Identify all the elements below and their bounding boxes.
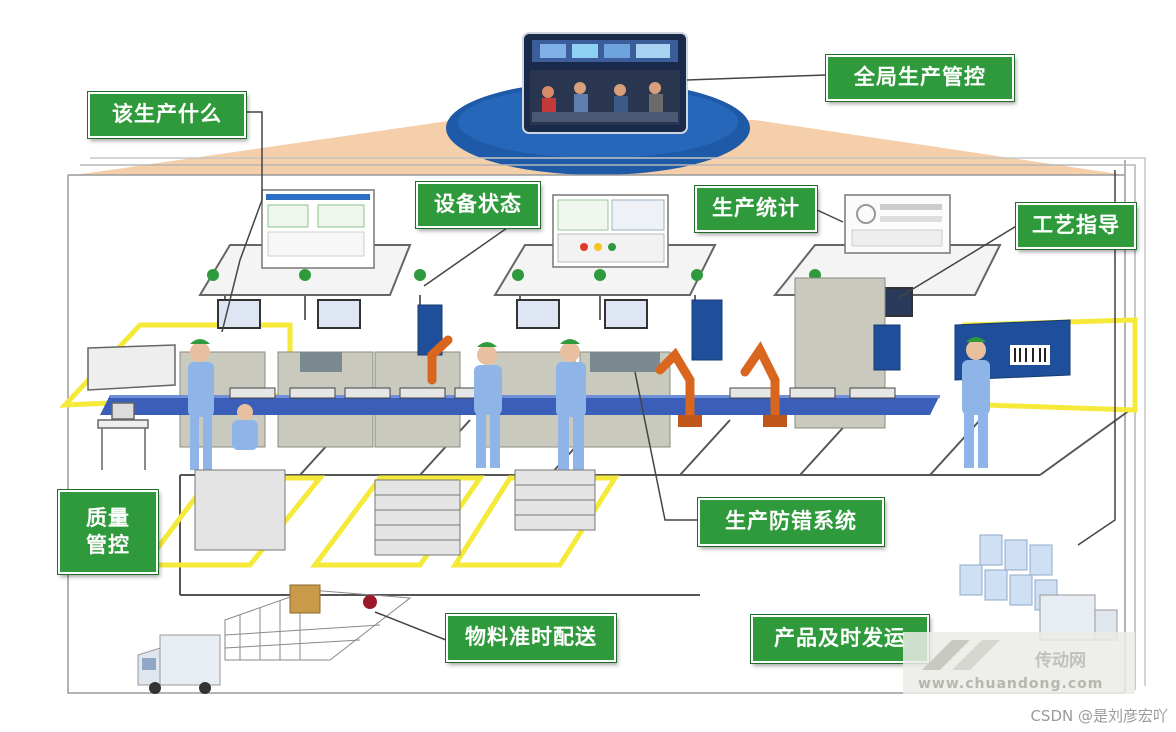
site-logo-mark (922, 640, 1000, 670)
label-global-production-control: 全局生产管控 (826, 55, 1014, 101)
csdn-watermark: CSDN @是刘彦宏吖 (1030, 707, 1168, 725)
site-logo-chinese: 传动网 (1035, 651, 1086, 671)
delivery-truck-left (137, 634, 221, 694)
label-what-to-produce: 该生产什么 (88, 92, 246, 138)
workers (188, 337, 990, 470)
site-logo-url: www.chuandong.com (918, 676, 1104, 692)
label-material-delivery: 物料准时配送 (446, 614, 616, 662)
label-production-statistics: 生产统计 (695, 186, 817, 232)
label-quality-control: 质量 管控 (58, 490, 158, 574)
label-error-proofing-system: 生产防错系统 (698, 498, 884, 546)
label-quality-control-line1: 质量 (86, 505, 130, 530)
workstation-monitors (217, 287, 913, 329)
label-quality-control-line2: 管控 (86, 533, 130, 557)
robot-arms (427, 335, 780, 425)
label-product-shipping: 产品及时发运 (751, 615, 929, 663)
dashboard-screens (261, 189, 951, 269)
factory-floor (67, 157, 1146, 694)
material-carts (194, 469, 596, 556)
control-room-photo (522, 32, 688, 134)
callout-lines (221, 74, 1116, 641)
inspection-table (87, 344, 176, 470)
label-process-guidance: 工艺指导 (1016, 203, 1136, 249)
label-equipment-status: 设备状态 (416, 182, 540, 228)
